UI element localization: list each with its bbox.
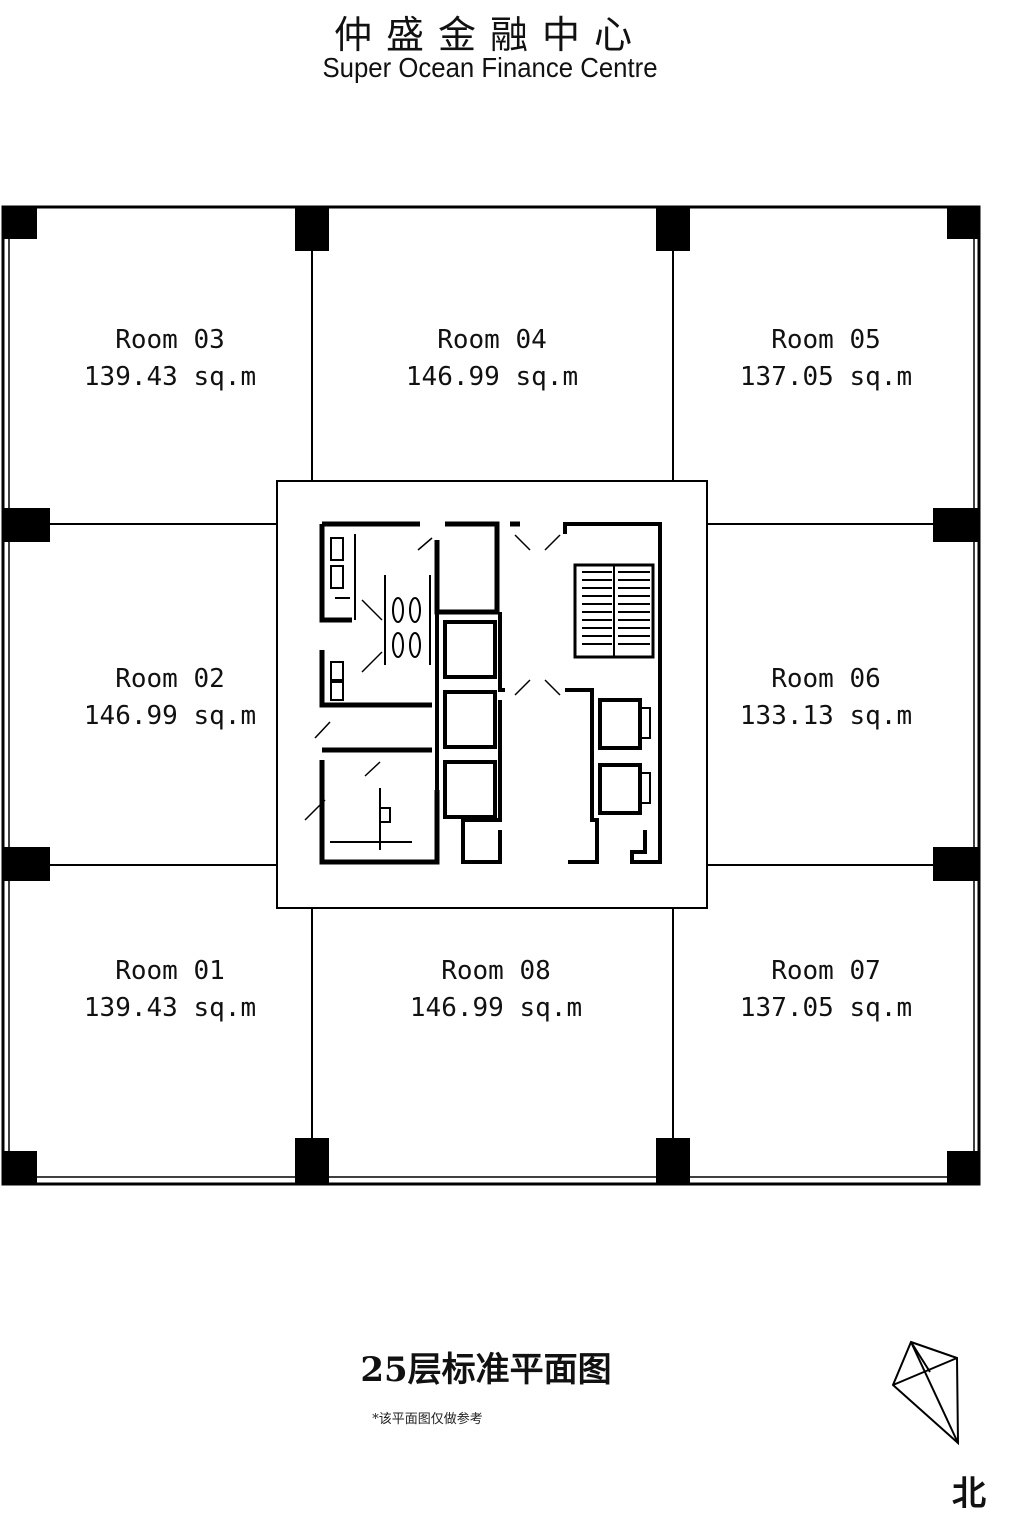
room-area: 139.43 sq.m <box>83 993 257 1023</box>
room-name: Room 03 <box>115 325 225 355</box>
north-arrow-icon <box>891 1340 960 1446</box>
room-area: 137.05 sq.m <box>739 993 913 1023</box>
room-label-05: Room 05 137.05 sq.m <box>676 322 976 396</box>
central-core <box>276 480 708 909</box>
building-name-chinese: 仲盛金融中心 <box>333 13 646 57</box>
north-label: 北 <box>952 1474 986 1514</box>
room-label-03: Room 03 139.43 sq.m <box>20 322 320 396</box>
room-name: Room 05 <box>771 325 881 355</box>
room-label-02: Room 02 146.99 sq.m <box>20 661 320 735</box>
room-name: Room 01 <box>115 956 225 986</box>
room-area: 133.13 sq.m <box>739 701 913 731</box>
outer-wall <box>1 205 981 1186</box>
room-label-01: Room 01 139.43 sq.m <box>20 953 320 1027</box>
room-label-06: Room 06 133.13 sq.m <box>676 661 976 735</box>
structural-columns <box>3 207 979 1184</box>
room-label-04: Room 04 146.99 sq.m <box>342 322 642 396</box>
room-area: 146.99 sq.m <box>405 362 579 392</box>
room-label-07: Room 07 137.05 sq.m <box>676 953 976 1027</box>
room-area: 137.05 sq.m <box>739 362 913 392</box>
room-area: 146.99 sq.m <box>409 993 583 1023</box>
room-area: 146.99 sq.m <box>83 701 257 731</box>
room-name: Room 02 <box>115 664 225 694</box>
room-label-08: Room 08 146.99 sq.m <box>346 953 646 1027</box>
building-name-english: Super Ocean Finance Centre <box>322 52 658 83</box>
reference-note: *该平面图仅做参考 <box>372 1412 483 1427</box>
room-name: Room 07 <box>771 956 881 986</box>
floor-plan-title: 25层标准平面图 <box>360 1350 612 1390</box>
room-name: Room 04 <box>437 325 547 355</box>
room-name: Room 06 <box>771 664 881 694</box>
room-name: Room 08 <box>441 956 551 986</box>
room-area: 139.43 sq.m <box>83 362 257 392</box>
